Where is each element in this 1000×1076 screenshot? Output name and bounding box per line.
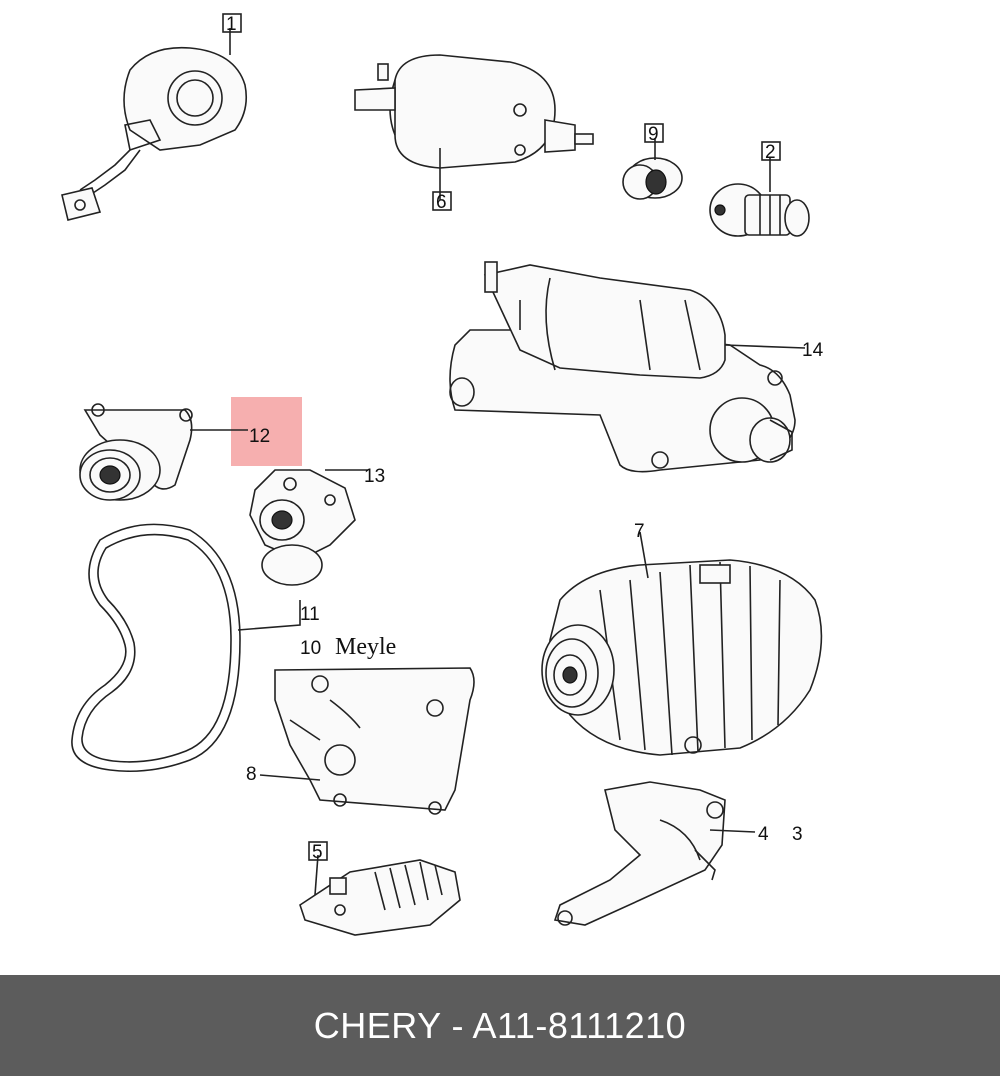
part-number-caption: CHERY - A11-8111210 — [313, 1004, 687, 1046]
svg-text:6: 6 — [436, 192, 447, 213]
svg-text:9: 9 — [648, 124, 659, 145]
part-2-drive-pinion[interactable] — [709, 183, 810, 237]
part-5-voltage-regulator[interactable] — [299, 859, 461, 936]
svg-text:12: 12 — [249, 426, 270, 447]
part-1-brush-holder[interactable] — [61, 46, 248, 221]
svg-text:4: 4 — [758, 824, 769, 845]
svg-text:13: 13 — [364, 466, 385, 487]
svg-text:10: 10 — [300, 638, 321, 659]
svg-text:11: 11 — [300, 604, 320, 625]
svg-text:1: 1 — [226, 14, 237, 35]
footer-caption-bar: CHERY - A11-8111210 — [0, 975, 1000, 1076]
parts-diagram: 1 2 3 4 5 6 7 8 9 10 Meyle 11 12 13 14 — [61, 13, 824, 936]
callout-10[interactable]: 10 — [300, 638, 321, 659]
part-13-tensioner[interactable] — [249, 469, 356, 586]
svg-text:14: 14 — [802, 340, 824, 361]
callout-1[interactable]: 1 — [222, 13, 242, 35]
part-8-mounting-bracket[interactable] — [274, 667, 475, 815]
part-6-solenoid[interactable] — [354, 54, 594, 169]
svg-text:2: 2 — [765, 142, 776, 163]
callout-14[interactable]: 14 — [802, 340, 824, 361]
part-11-belt[interactable] — [71, 523, 241, 772]
callout-2[interactable]: 2 — [761, 141, 781, 163]
part-9-bearing[interactable] — [622, 157, 683, 200]
svg-text:5: 5 — [312, 842, 323, 863]
callout-3[interactable]: 3 — [792, 824, 803, 845]
callout-4[interactable]: 4 — [758, 824, 769, 845]
svg-text:3: 3 — [792, 824, 803, 845]
callout-8[interactable]: 8 — [246, 764, 257, 785]
callout-13[interactable]: 13 — [364, 466, 385, 487]
part-7-alternator[interactable] — [541, 559, 823, 756]
callout-7[interactable]: 7 — [634, 521, 645, 542]
svg-text:Meyle: Meyle — [335, 634, 396, 660]
callout-5[interactable]: 5 — [308, 841, 328, 863]
brand-note: Meyle — [335, 634, 396, 660]
callout-11[interactable]: 11 — [300, 604, 320, 625]
part-12-idler-pulley[interactable] — [79, 403, 193, 501]
highlight-box — [231, 397, 302, 466]
callout-6[interactable]: 6 — [432, 191, 452, 213]
svg-text:7: 7 — [634, 521, 645, 542]
part-14-starter-motor[interactable] — [449, 261, 796, 473]
svg-text:8: 8 — [246, 764, 257, 785]
callout-12[interactable]: 12 — [249, 426, 270, 447]
callout-9[interactable]: 9 — [644, 123, 664, 145]
part-4-3-support-bracket[interactable] — [553, 781, 726, 926]
